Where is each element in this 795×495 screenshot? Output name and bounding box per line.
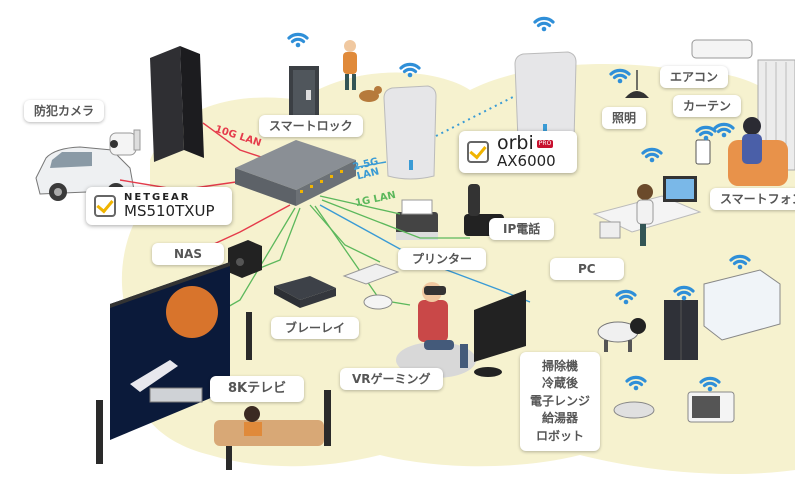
bluray-player-illustration <box>274 276 336 308</box>
orbi-pro-tag: PRO <box>536 139 554 148</box>
security-camera-label: 防犯カメラ <box>24 100 105 123</box>
soundbar-illustration <box>149 387 203 403</box>
ceiling-lamp-illustration <box>625 70 649 98</box>
netgear-switch-illustration <box>235 140 356 206</box>
switch-badge: NETGEAR MS510TXUP <box>86 187 232 225</box>
person-with-dog-illustration <box>343 40 382 102</box>
appliance-item: 給湯器 <box>542 411 579 426</box>
vr-gaming-label: VRゲーミング <box>340 368 443 391</box>
check-icon <box>467 141 489 163</box>
smartphone-label: スマートフォン <box>710 188 795 211</box>
robot-vacuum-illustration <box>613 401 655 419</box>
security-camera-illustration <box>109 129 141 156</box>
sofa-viewer-illustration <box>214 406 324 446</box>
modem-tower-illustration <box>150 46 204 162</box>
nas-label: NAS <box>152 243 224 266</box>
light-label: 照明 <box>602 107 647 130</box>
robot-dog-illustration <box>597 318 646 352</box>
orbi-router-left <box>383 85 437 180</box>
orbi-router-right <box>514 51 577 144</box>
ip-phone-label: IP電話 <box>489 218 555 241</box>
wifi-icon <box>533 16 555 33</box>
appliance-item: 冷蔵後 <box>542 376 579 391</box>
game-console-illustration <box>342 263 400 310</box>
curtain-label: カーテン <box>673 95 742 118</box>
smartphone-illustration <box>695 139 711 165</box>
pc-desk-illustration <box>592 176 702 246</box>
aircon-label: エアコン <box>660 66 729 89</box>
microwave-illustration <box>687 391 735 423</box>
appliance-list: 掃除機 冷蔵後 電子レンジ 給湯器 ロボット <box>520 352 601 451</box>
orbi-brand: orbi <box>497 132 534 155</box>
appliance-item: 掃除機 <box>542 359 579 373</box>
switch-model: MS510TXUP <box>124 202 215 221</box>
smart-lock-label: スマートロック <box>259 115 363 138</box>
bathtub-illustration <box>703 269 781 341</box>
nas-illustration <box>228 240 262 278</box>
orbi-model: AX6000 <box>497 152 556 171</box>
check-icon <box>94 195 116 217</box>
tv-8k-label: 8Kテレビ <box>210 376 305 402</box>
pc-label: PC <box>550 258 624 281</box>
bluray-label: ブレーレイ <box>271 317 360 340</box>
aircon-illustration <box>691 39 753 59</box>
wifi-icon <box>287 32 309 49</box>
orbi-mesh-link <box>435 95 516 137</box>
person-on-sofa-illustration <box>728 117 788 186</box>
refrigerator-illustration <box>664 300 698 360</box>
switch-brand: NETGEAR <box>124 192 191 204</box>
smart-lock-door-illustration <box>289 66 319 122</box>
monitor-illustration <box>474 290 526 377</box>
printer-illustration <box>396 199 438 240</box>
appliance-item: ロボット <box>536 428 585 443</box>
appliance-item: 電子レンジ <box>530 393 591 408</box>
printer-label: プリンター <box>398 248 487 271</box>
